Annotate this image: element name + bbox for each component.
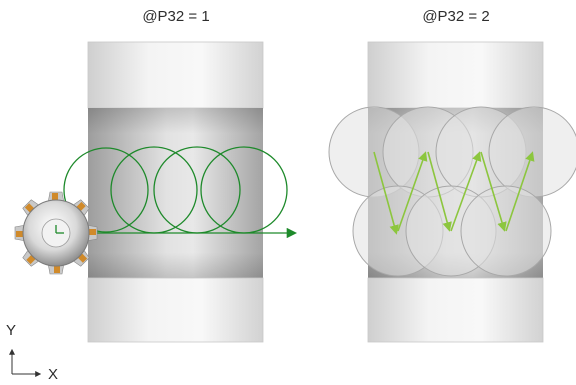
zigzag-segment-2 <box>397 151 428 232</box>
zigzag-segment-5 <box>480 151 507 232</box>
workpiece-right-bottom <box>367 277 544 343</box>
zigzag-segment-1 <box>373 151 399 235</box>
y-axis-label: Y <box>6 322 17 339</box>
workpiece-right-top <box>367 41 544 109</box>
axis-indicator <box>9 348 42 377</box>
workpiece-left-top <box>87 41 264 109</box>
milling-cutter <box>14 191 98 275</box>
panel-1-title: @P32 = 1 <box>142 8 210 25</box>
workpiece-left <box>87 41 264 343</box>
workpiece-left-bottom <box>87 277 264 343</box>
trochoidal-path <box>60 146 298 239</box>
plunge-circles <box>328 106 576 277</box>
plunge-circle-top-4 <box>488 106 576 198</box>
zigzag-segment-6 <box>505 151 535 232</box>
panel-2-title: @P32 = 2 <box>422 8 490 25</box>
zigzag-segment-4 <box>450 151 482 232</box>
zigzag-segment-3 <box>427 151 452 232</box>
zigzag-path <box>373 151 535 235</box>
x-axis-label: X <box>48 366 59 383</box>
